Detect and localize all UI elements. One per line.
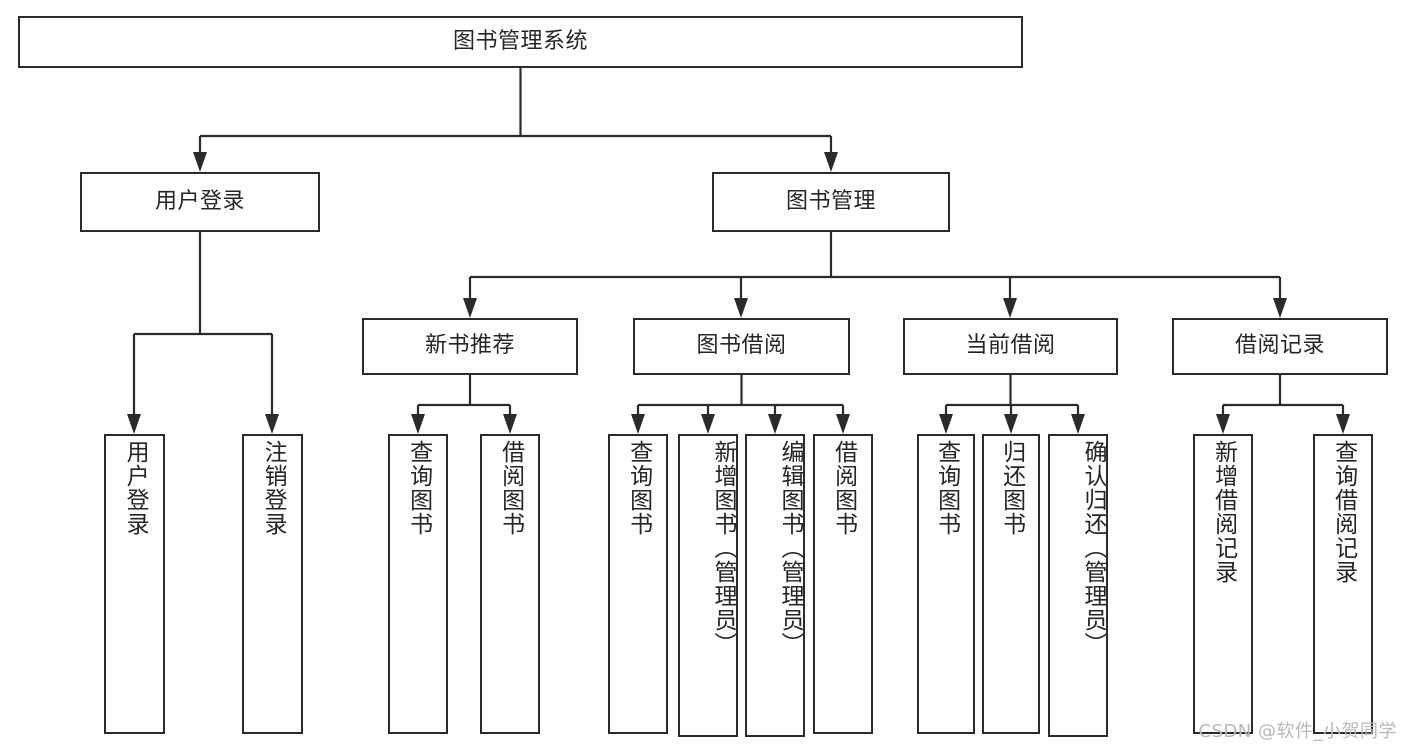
node-level1-0-label: 用户登录 <box>154 188 245 214</box>
node-leaf-9-label: 归还图书 <box>998 440 1025 536</box>
arrow-head-icon <box>1273 298 1287 318</box>
node-leaf-2[interactable]: 查询图书 <box>388 434 448 734</box>
node-level2-2-label: 当前借阅 <box>965 333 1056 359</box>
node-root[interactable]: 图书管理系统 <box>18 16 1023 68</box>
node-leaf-12-label: 查询借阅记录 <box>1330 440 1357 584</box>
arrow-head-icon <box>1004 414 1018 434</box>
arrow-head-icon <box>1003 298 1017 318</box>
node-level1-1[interactable]: 图书管理 <box>712 172 950 232</box>
arrow-head-icon <box>824 152 838 172</box>
arrow-head-icon <box>1336 414 1350 434</box>
node-level1-0[interactable]: 用户登录 <box>80 172 320 232</box>
arrow-head-icon <box>193 152 207 172</box>
node-root-label: 图书管理系统 <box>452 28 588 54</box>
node-level2-0[interactable]: 新书推荐 <box>362 318 578 375</box>
node-leaf-10-label: 确认归还（管理员） <box>1080 440 1106 656</box>
arrow-head-icon <box>127 414 141 434</box>
node-leaf-3-label: 借阅图书 <box>497 440 524 536</box>
arrow-head-icon <box>631 414 645 434</box>
arrow-head-icon <box>1071 414 1085 434</box>
node-leaf-4-label: 查询图书 <box>625 440 652 536</box>
node-leaf-6[interactable]: 编辑图书（管理员） <box>745 434 805 737</box>
node-level2-1-label: 图书借阅 <box>696 333 787 359</box>
node-level2-0-label: 新书推荐 <box>424 333 515 359</box>
node-level1-1-label: 图书管理 <box>785 188 876 214</box>
node-level2-2[interactable]: 当前借阅 <box>903 318 1118 375</box>
node-level2-1[interactable]: 图书借阅 <box>633 318 850 375</box>
node-leaf-1-label: 注销登录 <box>260 440 287 536</box>
node-leaf-12[interactable]: 查询借阅记录 <box>1313 434 1373 734</box>
node-leaf-6-label: 编辑图书（管理员） <box>777 440 803 656</box>
node-leaf-0[interactable]: 用户登录 <box>104 434 165 734</box>
node-leaf-10[interactable]: 确认归还（管理员） <box>1048 434 1108 737</box>
node-leaf-0-label: 用户登录 <box>122 440 149 536</box>
arrow-head-icon <box>768 414 782 434</box>
node-leaf-5-label: 新增图书（管理员） <box>710 440 736 656</box>
node-leaf-11[interactable]: 新增借阅记录 <box>1193 434 1253 734</box>
node-level2-3[interactable]: 借阅记录 <box>1172 318 1388 375</box>
arrow-head-icon <box>701 414 715 434</box>
csdn-watermark: CSDN @软件_小贺同学 <box>1198 721 1397 742</box>
node-leaf-9[interactable]: 归还图书 <box>982 434 1040 734</box>
node-leaf-3[interactable]: 借阅图书 <box>480 434 540 734</box>
arrow-head-icon <box>939 414 953 434</box>
node-leaf-8[interactable]: 查询图书 <box>917 434 975 734</box>
node-leaf-8-label: 查询图书 <box>933 440 960 536</box>
node-leaf-7[interactable]: 借阅图书 <box>813 434 873 734</box>
node-leaf-1[interactable]: 注销登录 <box>242 434 303 734</box>
node-leaf-11-label: 新增借阅记录 <box>1210 440 1237 584</box>
node-leaf-4[interactable]: 查询图书 <box>608 434 668 734</box>
arrow-head-icon <box>265 414 279 434</box>
node-level2-3-label: 借阅记录 <box>1234 333 1325 359</box>
node-leaf-2-label: 查询图书 <box>405 440 432 536</box>
arrow-head-icon <box>1216 414 1230 434</box>
arrow-head-icon <box>503 414 517 434</box>
arrow-head-icon <box>734 298 748 318</box>
arrow-head-icon <box>463 298 477 318</box>
node-leaf-5[interactable]: 新增图书（管理员） <box>678 434 738 737</box>
arrow-head-icon <box>836 414 850 434</box>
arrow-head-icon <box>411 414 425 434</box>
node-leaf-7-label: 借阅图书 <box>830 440 857 536</box>
